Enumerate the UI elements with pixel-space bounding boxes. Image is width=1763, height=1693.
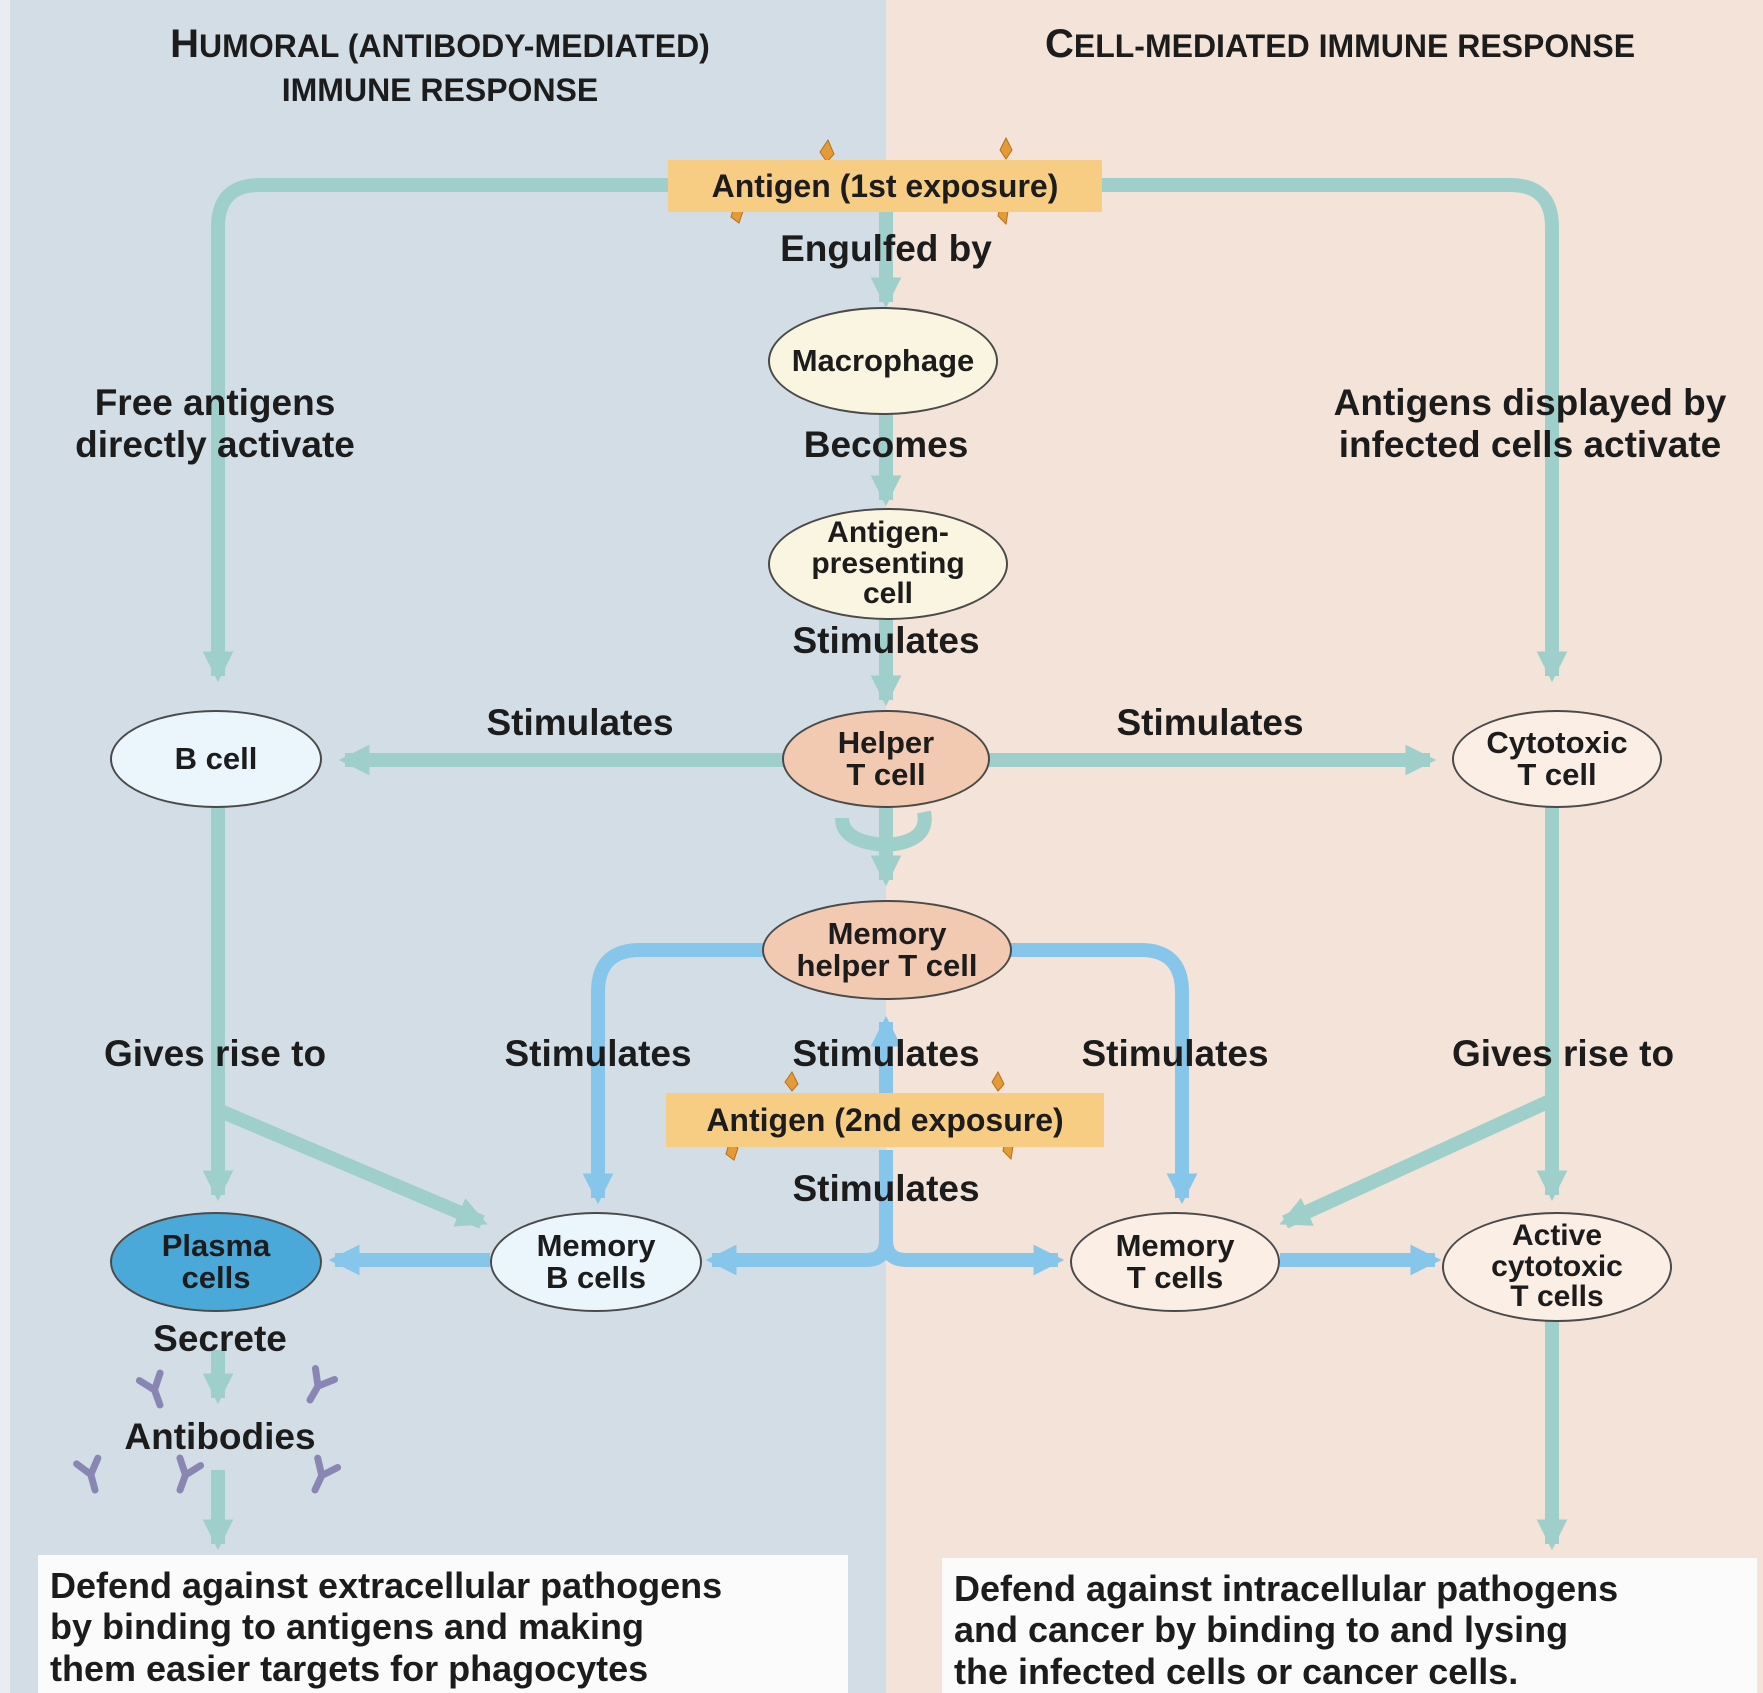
- cytotoxic-t-label-line2: T cell: [1517, 757, 1597, 792]
- cell-mediated-outcome-line1: Defend against intracellular pathogens: [954, 1568, 1619, 1609]
- apc-label-line3: cell: [862, 577, 914, 611]
- secrete-label: Secrete: [153, 1318, 287, 1359]
- antibody-icon: [135, 1369, 164, 1409]
- arrow-cytotoxic-to-memory-t: [1279, 1093, 1555, 1229]
- memory-b-cells-node: Memory B cells: [490, 1212, 702, 1312]
- stimulates-mid-label: Stimulates: [792, 1033, 980, 1074]
- memory-t-label-line2: T cells: [1126, 1260, 1224, 1295]
- active-cytotoxic-label-line3: T cells: [1510, 1280, 1604, 1314]
- memory-helper-t-label-line1: Memory: [827, 916, 947, 952]
- cell-mediated-outcome-line3: the infected cells or cancer cells.: [954, 1650, 1519, 1692]
- memory-helper-t-label-line2: helper T cell: [796, 948, 978, 983]
- engulfed-by-label: Engulfed by: [780, 228, 992, 269]
- gives-rise-left-label: Gives rise to: [103, 1033, 327, 1074]
- stimulates-left-label: Stimulates: [486, 702, 674, 743]
- cell-mediated-title-rest: ELL-MEDIATED IMMUNE RESPONSE: [1073, 28, 1636, 64]
- left-edge-strip: [0, 0, 10, 1693]
- b-cell-label: B cell: [174, 741, 258, 777]
- humoral-title: HUMORAL (ANTIBODY-MEDIATED) IMMUNE RESPO…: [90, 18, 790, 112]
- cytotoxic-t-label-line1: Cytotoxic: [1486, 725, 1628, 761]
- stimulates-apc-label: Stimulates: [792, 620, 980, 661]
- macrophage-node: Macrophage: [768, 307, 998, 415]
- plasma-cells-node: Plasma cells: [110, 1212, 322, 1312]
- antigen-fragment: [819, 138, 835, 163]
- stimulates-second-exposure-label: Stimulates: [792, 1168, 980, 1209]
- helper-t-label-line1: Helper: [837, 725, 935, 761]
- antigens-displayed-label: Antigens displayed by infected cells act…: [1300, 382, 1760, 466]
- becomes-label: Becomes: [803, 424, 969, 465]
- cell-mediated-outcome-box: Defend against intracellular pathogens a…: [942, 1558, 1757, 1693]
- humoral-outcome-line1: Defend against extracellular pathogens: [50, 1565, 723, 1606]
- antigen-fragment: [784, 1071, 799, 1092]
- antibody-icon: [306, 1365, 339, 1404]
- cell-mediated-panel: [886, 0, 1763, 1693]
- antibody-icon: [73, 1454, 102, 1494]
- cell-mediated-title: CELL-MEDIATED IMMUNE RESPONSE: [960, 18, 1720, 70]
- helper-self-loop: [835, 810, 932, 852]
- memory-b-label-line2: B cells: [546, 1260, 646, 1295]
- humoral-panel: [0, 0, 886, 1693]
- antigen-fragment: [991, 1070, 1005, 1092]
- cytotoxic-t-cell-node: Cytotoxic T cell: [1452, 710, 1662, 808]
- b-cell-node: B cell: [110, 710, 322, 808]
- plasma-label-line1: Plasma: [161, 1228, 271, 1264]
- plasma-label-line2: cells: [181, 1260, 251, 1295]
- arrow-memory-helper-to-memory-t: [1010, 943, 1198, 1205]
- active-cytotoxic-label-line1: Active: [1511, 1219, 1603, 1253]
- memory-helper-t-cell-node: Memory helper T cell: [762, 900, 1012, 1000]
- helper-t-label-line2: T cell: [846, 757, 926, 792]
- antibody-icon: [311, 1454, 342, 1494]
- humoral-outcome-line2: by binding to antigens and making: [50, 1606, 645, 1648]
- arrow-antigen-to-bcell: [202, 178, 668, 683]
- antigen-fragment: [999, 136, 1013, 160]
- humoral-outcome-line3: them easier targets for phagocytes: [50, 1647, 649, 1689]
- humoral-outcome-box: Defend against extracellular pathogens b…: [38, 1555, 848, 1693]
- arrow-bcell-to-memory-b: [215, 1103, 488, 1229]
- antigens-displayed-line2: infected cells activate: [1338, 423, 1722, 465]
- stimulates-right-label: Stimulates: [1116, 702, 1304, 743]
- gives-rise-right-label: Gives rise to: [1451, 1033, 1675, 1074]
- antigen-second-exposure-box: Antigen (2nd exposure): [666, 1093, 1104, 1147]
- free-antigens-label: Free antigens directly activate: [45, 382, 385, 466]
- antibody-icon: [176, 1454, 205, 1494]
- cell-mediated-outcome-line2: and cancer by binding to and lysing: [954, 1609, 1569, 1651]
- arrow-antigen-to-cytotoxic: [1100, 178, 1568, 683]
- memory-b-label-line1: Memory: [536, 1228, 656, 1264]
- antigen-presenting-cell-node: Antigen- presenting cell: [768, 508, 1008, 620]
- humoral-title-rest: UMORAL (ANTIBODY-MEDIATED): [199, 28, 710, 64]
- free-antigens-line2: directly activate: [75, 423, 355, 465]
- antigens-displayed-line1: Antigens displayed by: [1333, 382, 1727, 423]
- humoral-title-initial: H: [170, 22, 200, 66]
- stimulates-mid-left-label: Stimulates: [504, 1033, 692, 1074]
- arrow-second-to-memory-t: [879, 1239, 1065, 1276]
- active-cytotoxic-label-line2: cytotoxic: [1491, 1249, 1623, 1283]
- helper-t-cell-node: Helper T cell: [782, 710, 990, 808]
- memory-t-label-line1: Memory: [1115, 1228, 1235, 1264]
- humoral-title-line2: IMMUNE RESPONSE: [281, 72, 599, 108]
- active-cytotoxic-t-cells-node: Active cytotoxic T cells: [1442, 1212, 1672, 1322]
- apc-label-line2: presenting: [811, 546, 965, 580]
- arrow-memory-helper-to-memory-b: [582, 943, 765, 1205]
- antibodies-label: Antibodies: [124, 1416, 316, 1457]
- stimulates-mid-right-label: Stimulates: [1081, 1033, 1269, 1074]
- antigen-first-exposure-box: Antigen (1st exposure): [668, 160, 1102, 212]
- cell-mediated-title-initial: C: [1044, 22, 1074, 66]
- macrophage-label: Macrophage: [791, 343, 975, 379]
- memory-t-cells-node: Memory T cells: [1070, 1212, 1280, 1312]
- apc-label-line1: Antigen-: [827, 516, 949, 550]
- free-antigens-line1: Free antigens: [94, 382, 336, 423]
